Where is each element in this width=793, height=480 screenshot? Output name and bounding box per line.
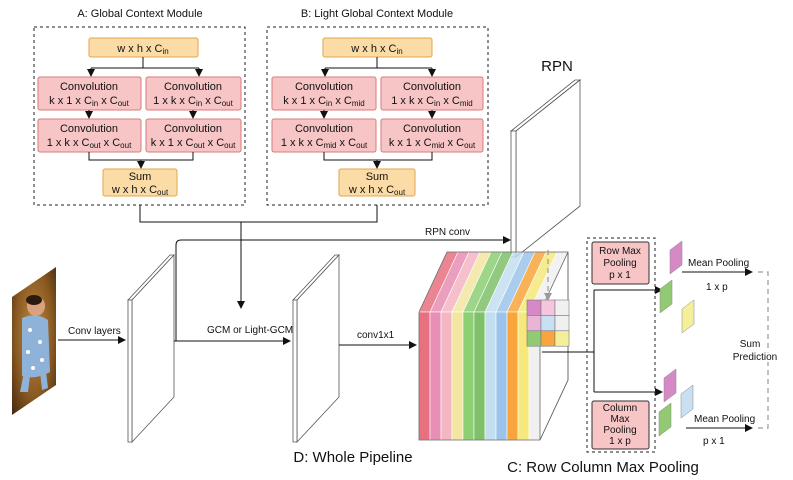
gcm-label: GCM or Light-GCM: [207, 325, 293, 336]
gcm-left-conv2-title: Convolution: [60, 123, 118, 135]
pooling-caption: C: Row Column Max Pooling: [507, 459, 699, 476]
roi-grid-cell: [554, 315, 570, 332]
roi-grid-cell: [526, 315, 542, 332]
gcm-right-conv1-title: Convolution: [164, 81, 222, 93]
col-pooled-pieces: [658, 368, 694, 437]
roi-grid-cell: [526, 299, 542, 316]
lgcm-split-line: [325, 57, 432, 69]
roi-grid-cell: [540, 330, 556, 347]
lgcm-right-conv2-dims: k x 1 x Cmid x Cout: [389, 137, 476, 150]
gcm-left-conv1-title: Convolution: [60, 81, 118, 93]
gcm-module: A: Global Context Module w x h x Cin Con…: [33, 8, 246, 206]
lgcm-right-conv2-title: Convolution: [403, 123, 461, 135]
lgcm-module: B: Light Global Context Module w x h x C…: [266, 8, 489, 206]
lgcm-merge-line: [323, 152, 433, 168]
roi-grid-cell: [540, 299, 556, 316]
lgcm-title: B: Light Global Context Module: [301, 8, 453, 20]
rpn-conv-label: RPN conv: [425, 227, 470, 238]
score-slice: [473, 311, 486, 441]
conv-layers-label: Conv layers: [68, 326, 121, 337]
gcm-left-conv1-dims: k x 1 x Cin x Cout: [49, 95, 129, 108]
roi-grid-cell: [540, 315, 556, 332]
col-piece-2: [680, 384, 694, 419]
col-pool-line3: Pooling: [603, 425, 636, 436]
score-slice: [429, 311, 442, 441]
row-piece-2: [659, 279, 673, 314]
col-mean-label: Mean Pooling: [694, 414, 755, 425]
input-photo: [12, 267, 56, 415]
gcm-left-conv2-dims: 1 x k x Cout x Cout: [47, 137, 132, 150]
score-slice: [418, 311, 431, 441]
roi-grid-cell: [554, 299, 570, 316]
lgcm-left-conv2-title: Convolution: [295, 123, 353, 135]
modules-join-line: [139, 205, 378, 223]
gcm-right-conv2-title: Convolution: [164, 123, 222, 135]
row-pool-box: [591, 241, 650, 285]
col-piece-1: [663, 368, 677, 403]
row-pooled-pieces: [659, 240, 695, 334]
gcm-sum-title: Sum: [129, 171, 152, 183]
col-pool-box: [591, 400, 650, 450]
score-slice: [451, 311, 464, 441]
rpn-label: RPN: [541, 58, 573, 75]
row-pool-line1: Row Max: [599, 246, 641, 257]
lgcm-right-conv1-title: Convolution: [403, 81, 461, 93]
score-slice: [440, 311, 453, 441]
prediction-label: Prediction: [733, 352, 777, 363]
sum-label: Sum: [740, 339, 761, 350]
row-pool-line3: p x 1: [609, 270, 631, 281]
col-mean-dim: p x 1: [703, 436, 725, 447]
row-mean-label: Mean Pooling: [688, 258, 749, 269]
pipeline-caption: D: Whole Pipeline: [293, 449, 412, 466]
col-pool-line1: Column: [603, 403, 637, 414]
roi-grid-cell: [554, 330, 570, 347]
conv1x1-label: conv1x1: [357, 330, 395, 341]
score-slice: [506, 311, 519, 441]
gcm-sum-dims: w x h x Cout: [111, 184, 169, 197]
lgcm-sum-title: Sum: [366, 171, 389, 183]
sum-bracket: [758, 271, 769, 429]
lgcm-input-label: w x h x Cin: [350, 43, 402, 56]
lgcm-sum-box: [338, 168, 416, 197]
score-slice: [484, 311, 497, 441]
col-pool-line4: 1 x p: [609, 436, 631, 447]
row-piece-3: [681, 299, 695, 334]
row-piece-1: [669, 240, 683, 275]
feature-map-2: [292, 253, 340, 444]
gcm-sum-box: [102, 168, 178, 197]
gcm-title: A: Global Context Module: [77, 8, 202, 20]
score-stack-outline: [418, 251, 569, 441]
rpn-conv-arrow: [175, 236, 511, 341]
col-pool-line2: Max: [611, 414, 630, 425]
score-map-stack: [418, 251, 570, 441]
lgcm-right-conv1-dims: 1 x k x Cin x Cmid: [391, 95, 472, 108]
rpn-sheet: [509, 79, 582, 258]
gcm-right-conv1-dims: 1 x k x Cin x Cout: [153, 95, 233, 108]
score-slice: [495, 311, 508, 441]
feature-map-1: [127, 253, 175, 444]
lgcm-frame: [266, 26, 489, 206]
lgcm-left-conv1-dims: k x 1 x Cin x Cmid: [283, 95, 364, 108]
gcm-split-line: [90, 57, 200, 76]
row-mean-dim: 1 x p: [706, 282, 728, 293]
gcm-input-label: w x h x Cin: [116, 43, 168, 56]
col-piece-3: [658, 402, 672, 437]
roi-grid-cell: [526, 330, 542, 347]
pooling-frame: [586, 237, 656, 453]
lgcm-left-conv1-title: Convolution: [295, 81, 353, 93]
row-pool-line2: Pooling: [603, 258, 636, 269]
lgcm-sum-dims: w x h x Cout: [348, 184, 406, 197]
lgcm-left-conv2-dims: 1 x k x Cmid x Cout: [281, 137, 368, 150]
score-slice: [462, 311, 475, 441]
gcm-right-conv2-dims: k x 1 x Cout x Cout: [151, 137, 236, 150]
